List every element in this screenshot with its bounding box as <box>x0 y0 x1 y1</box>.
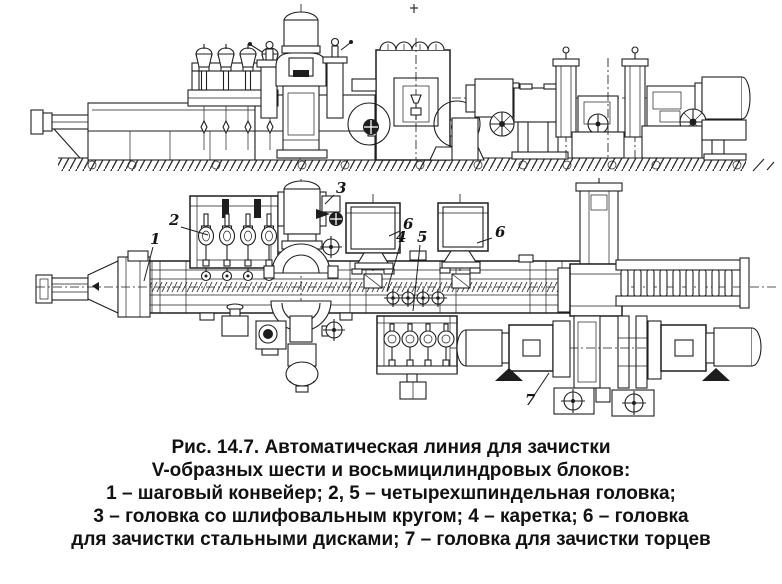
part-label-3: 3 <box>336 179 346 197</box>
end-face-motor-right <box>647 320 762 381</box>
spindle-head-5-plan <box>376 315 458 400</box>
caption-line-3: 1 – шаговый конвейер; 2, 5 – четырехшпин… <box>106 483 676 504</box>
valve-column-left <box>248 40 282 119</box>
station-a-side <box>451 46 750 161</box>
caption-line-1: Рис. 14.7. Автоматическая линия для зачи… <box>171 437 611 458</box>
part-labels: 1 2 3 4 5 6 6 7 <box>143 179 550 409</box>
caption-line-2: V-образных шести и восьмицилиндровых бло… <box>151 460 631 481</box>
roller-conveyor-plan <box>615 257 750 309</box>
conveyor-left-end-side <box>30 109 92 159</box>
part-label-7: 7 <box>525 391 536 409</box>
central-motor-column <box>275 4 328 159</box>
part-label-2: 2 <box>168 211 179 229</box>
plan-view-drawing: 1 2 3 4 5 6 6 7 <box>35 178 778 417</box>
end-face-motor-left <box>450 320 760 381</box>
figure-caption: Рис. 14.7. Автоматическая линия для зачи… <box>0 436 782 551</box>
valve-column-right <box>322 37 353 119</box>
grinding-head-plan <box>255 179 345 393</box>
disk-head-6a-plan <box>345 194 401 289</box>
part-label-5: 5 <box>417 228 427 246</box>
frame-station-side <box>347 4 485 161</box>
caption-line-4: 3 – головка со шлифовальным кругом; 4 – … <box>93 506 689 527</box>
end-face-head-plan <box>553 178 655 417</box>
caption-line-5: для зачистки стальными дисками; 7 – голо… <box>71 529 711 550</box>
part-label-1: 1 <box>150 230 160 248</box>
carriage-plan <box>384 289 447 307</box>
side-view-drawing <box>30 4 775 172</box>
station-b-side <box>607 58 751 161</box>
spindle-head-side <box>187 44 279 150</box>
part-label-6b: 6 <box>495 223 506 241</box>
part-label-6a: 6 <box>403 215 414 233</box>
disk-head-6b-plan <box>437 194 489 289</box>
part-label-4: 4 <box>396 228 406 246</box>
spindle-head-2-plan <box>189 195 289 282</box>
